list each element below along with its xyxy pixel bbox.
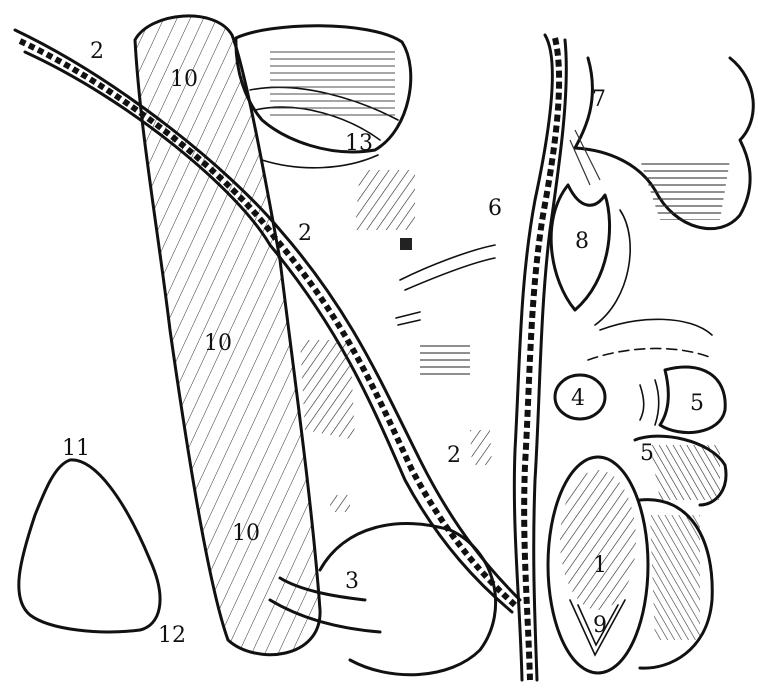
label-blob-a: 5 bbox=[690, 391, 704, 416]
triangle-11 bbox=[19, 460, 160, 632]
vessel-6 bbox=[514, 35, 566, 680]
label-round-body: 3 bbox=[345, 569, 359, 594]
label-triangle-bottom: 12 bbox=[158, 623, 186, 648]
label-notch: 9 bbox=[593, 613, 607, 638]
label-tendon: 13 bbox=[345, 131, 373, 156]
label-big-oval: 1 bbox=[593, 553, 607, 578]
label-triangle-top: 11 bbox=[62, 436, 90, 461]
blob-5 bbox=[635, 367, 726, 505]
label-node: 8 bbox=[575, 229, 589, 254]
label-bone: 7 bbox=[592, 87, 606, 112]
label-muscle-mid: 10 bbox=[204, 331, 232, 356]
label-vessel: 6 bbox=[488, 196, 502, 221]
label-nerve-top: 2 bbox=[90, 39, 104, 64]
label-small-oval: 4 bbox=[571, 386, 585, 411]
label-muscle-low: 10 bbox=[232, 521, 260, 546]
label-nerve-low: 2 bbox=[447, 443, 461, 468]
tendon-13 bbox=[236, 26, 411, 168]
label-blob-b: 5 bbox=[640, 441, 654, 466]
label-nerve-mid: 2 bbox=[298, 221, 312, 246]
label-muscle-top: 10 bbox=[170, 67, 198, 92]
